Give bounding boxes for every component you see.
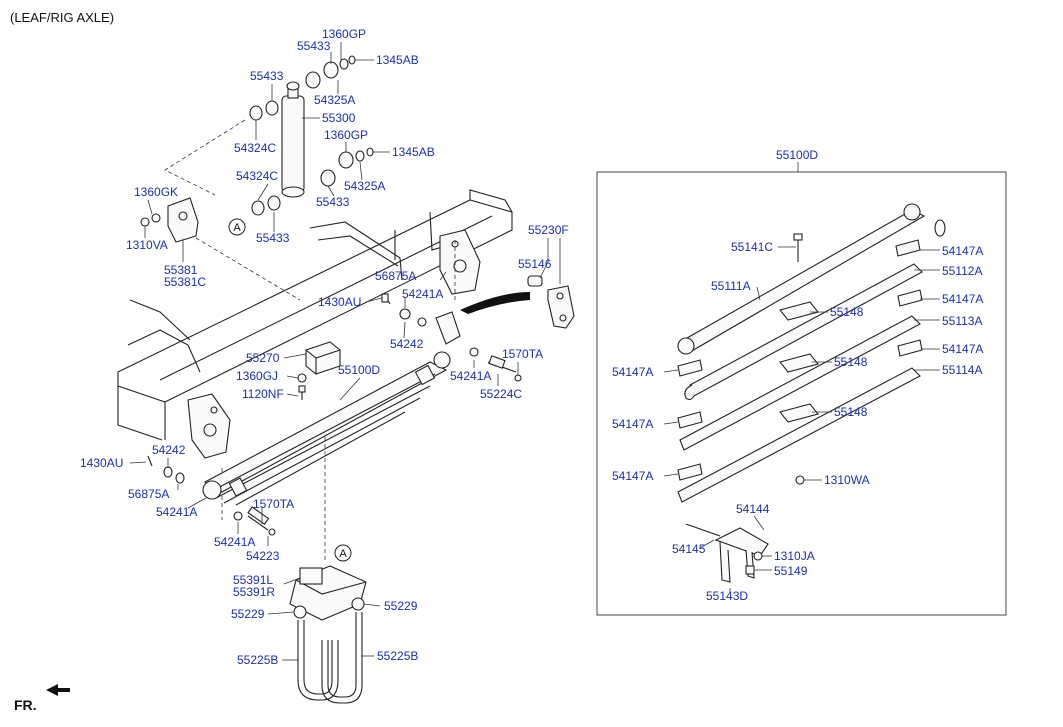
label-56875A: 56875A [128, 487, 169, 501]
callout-a-top: A [228, 218, 246, 236]
label-1310VA: 1310VA [126, 238, 168, 252]
label-55270: 55270 [246, 351, 280, 365]
front-direction-label: FR. [14, 697, 37, 713]
label-55111A: 55111A [711, 279, 751, 293]
label-55229: 55229 [231, 607, 265, 621]
label-55148: 55148 [834, 405, 868, 419]
exploded-leaves [677, 203, 946, 503]
diagram-title: (LEAF/RIG AXLE) [10, 10, 115, 25]
label-1310WA: 1310WA [824, 473, 870, 487]
label-54147A: 54147A [942, 342, 983, 356]
svg-text:A: A [233, 222, 241, 234]
label-55225B: 55225B [377, 649, 418, 663]
leaf-spring-exploded-box [596, 171, 1007, 616]
rear-shackle [381, 293, 522, 382]
label-54242: 54242 [390, 337, 424, 351]
label-55229: 55229 [384, 599, 418, 613]
label-55391L: 55391L [233, 573, 273, 587]
label-54147A: 54147A [942, 244, 983, 258]
label-1360GP: 1360GP [322, 27, 366, 41]
label-1430AU: 1430AU [80, 456, 123, 470]
label-54324C: 54324C [236, 169, 278, 183]
label-55391R: 55391R [233, 585, 275, 599]
rubber-bumper [305, 341, 341, 375]
shock-absorber [281, 81, 305, 198]
label-1430AU: 1430AU [318, 295, 361, 309]
label-55114A: 55114A [942, 363, 982, 377]
label-54241A: 54241A [156, 505, 197, 519]
label-55143D: 55143D [706, 589, 748, 603]
label-54223: 54223 [246, 549, 280, 563]
label-54144: 54144 [736, 502, 770, 516]
leaf-spring-assembly [202, 351, 451, 506]
label-1360GP: 1360GP [324, 128, 368, 142]
chassis-frame-rail [117, 189, 513, 441]
label-54147A: 54147A [942, 292, 983, 306]
label-55141C: 55141C [731, 240, 773, 254]
label-55433: 55433 [250, 69, 284, 83]
label-55224C: 55224C [480, 387, 522, 401]
label-54324C: 54324C [234, 141, 276, 155]
front-arrow-icon [46, 684, 70, 696]
label-1120NF: 1120NF [242, 387, 284, 401]
label-55433: 55433 [297, 39, 331, 53]
label-1570TA: 1570TA [253, 497, 294, 511]
label-55112A: 55112A [942, 264, 982, 278]
label-54147A: 54147A [612, 469, 653, 483]
shackle-detail [460, 275, 575, 329]
label-55149: 55149 [774, 564, 808, 578]
label-55146: 55146 [518, 257, 552, 271]
shock-mount-bracket [140, 197, 199, 243]
label-1345AB: 1345AB [376, 53, 419, 67]
label-55148: 55148 [830, 305, 864, 319]
label-54325A: 54325A [314, 93, 355, 107]
bumper-fasteners [297, 373, 307, 400]
leaf-clip-assembly [685, 523, 769, 583]
label-1310JA: 1310JA [774, 549, 815, 563]
label-54147A: 54147A [612, 365, 653, 379]
label-55433: 55433 [256, 231, 290, 245]
axle-seat-plate [289, 565, 367, 621]
label-56875A: 56875A [375, 269, 416, 283]
label-55148: 55148 [834, 355, 868, 369]
part-labels: 1360GP 55433 1345AB 55433 54325A 55300 1… [80, 27, 983, 667]
u-bolts [297, 612, 363, 704]
front-eye-fasteners [147, 455, 276, 536]
label-54241A: 54241A [402, 287, 443, 301]
label-54241A: 54241A [214, 535, 255, 549]
label-54147A: 54147A [612, 417, 653, 431]
callout-a-bottom: A [334, 544, 352, 562]
label-55381C: 55381C [164, 275, 206, 289]
label-55113A: 55113A [942, 314, 982, 328]
label-54325A: 54325A [344, 179, 385, 193]
label-55230F: 55230F [528, 223, 569, 237]
front-hanger-bracket [187, 393, 231, 459]
label-55225B: 55225B [237, 653, 278, 667]
label-1360GJ: 1360GJ [236, 369, 278, 383]
label-54242: 54242 [152, 443, 186, 457]
label-55100D: 55100D [338, 363, 380, 377]
label-1360GK: 1360GK [134, 185, 178, 199]
shock-bushings [249, 55, 374, 216]
label-55381: 55381 [164, 263, 198, 277]
label-55433: 55433 [316, 195, 350, 209]
label-54241A: 54241A [450, 369, 491, 383]
label-1345AB: 1345AB [392, 145, 435, 159]
label-1570TA: 1570TA [502, 347, 543, 361]
leader-lines [129, 42, 940, 661]
svg-text:A: A [339, 548, 347, 560]
label-55300: 55300 [322, 111, 356, 125]
label-55100D-box: 55100D [776, 148, 818, 162]
label-54145: 54145 [672, 542, 706, 556]
rear-shackle-bracket [439, 229, 481, 295]
